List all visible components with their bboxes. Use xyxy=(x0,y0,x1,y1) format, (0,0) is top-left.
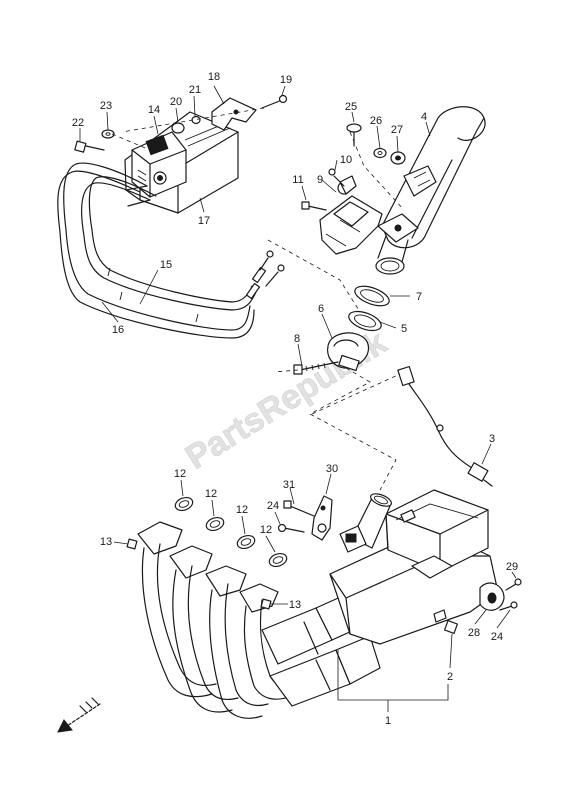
callout-21: 21 xyxy=(189,84,201,96)
callout-26: 26 xyxy=(370,115,382,127)
callout-13b: 13 xyxy=(289,599,301,611)
front-direction-arrow-icon xyxy=(57,697,101,733)
callout-19: 19 xyxy=(280,74,292,86)
callout-24b: 24 xyxy=(491,631,503,643)
servo-bracket-assembly xyxy=(74,94,288,214)
callout-8: 8 xyxy=(294,333,300,345)
callout-2: 2 xyxy=(447,671,453,683)
callout-1: 1 xyxy=(385,715,391,727)
callout-5: 5 xyxy=(401,323,407,335)
callout-12b: 12 xyxy=(205,488,217,500)
callout-24a: 24 xyxy=(267,500,279,512)
callout-17: 17 xyxy=(198,215,210,227)
header-gaskets xyxy=(126,496,288,610)
assembly-dashed-lines xyxy=(111,107,405,491)
callout-20: 20 xyxy=(170,96,182,108)
callout-10: 10 xyxy=(340,154,352,166)
callout-13a: 13 xyxy=(100,536,112,548)
callout-4: 4 xyxy=(421,111,427,123)
callout-6: 6 xyxy=(318,303,324,315)
exhaust-pipe-assembly xyxy=(137,489,522,719)
callout-12d: 12 xyxy=(260,524,272,536)
callout-16: 16 xyxy=(112,324,124,336)
callout-23: 23 xyxy=(100,100,112,112)
joint-gaskets-clamp xyxy=(293,285,390,375)
callout-11: 11 xyxy=(292,174,303,186)
muffler-assembly xyxy=(301,106,486,275)
callout-28: 28 xyxy=(468,627,480,639)
throttle-cables xyxy=(57,162,285,339)
oxygen-sensor xyxy=(397,365,493,487)
callout-30: 30 xyxy=(326,463,338,475)
callout-31: 31 xyxy=(283,479,295,491)
callout-18: 18 xyxy=(208,71,220,83)
callout-22: 22 xyxy=(72,117,84,129)
callout-7: 7 xyxy=(416,291,422,303)
callout-labels: 1 2 3 4 5 6 7 8 9 10 11 12 12 12 12 13 1… xyxy=(72,71,518,727)
callout-15: 15 xyxy=(160,259,172,271)
callout-27: 27 xyxy=(391,124,403,136)
leader-lines xyxy=(79,85,517,712)
callout-12c: 12 xyxy=(236,504,248,516)
callout-3: 3 xyxy=(489,433,495,445)
callout-12a: 12 xyxy=(174,468,186,480)
callout-29: 29 xyxy=(506,561,518,573)
callout-14: 14 xyxy=(148,104,160,116)
callout-9: 9 xyxy=(317,174,323,186)
callout-25: 25 xyxy=(345,101,357,113)
